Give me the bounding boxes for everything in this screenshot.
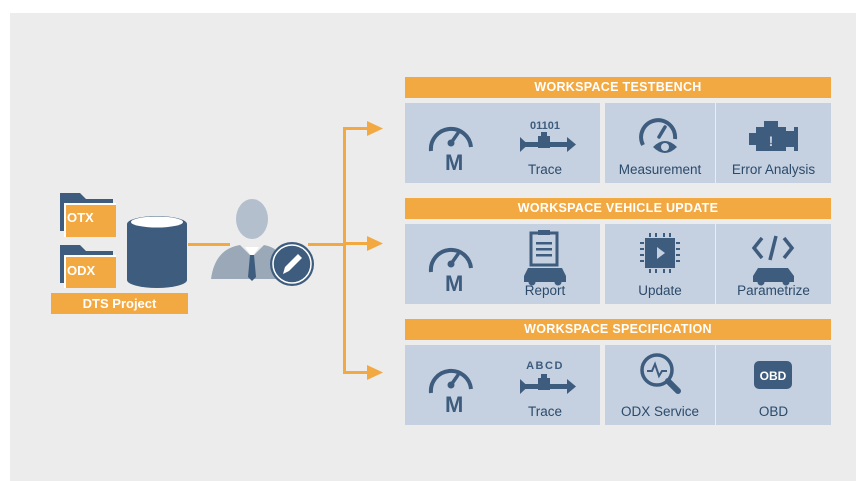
tile-label: Parametrize [737,283,810,298]
trace-icon: ABCD [520,360,576,394]
tile-label: ODX Service [620,404,700,419]
arrows [343,121,383,380]
tile-specification-odx-service[interactable]: ODX Service [605,345,715,425]
obd-caption: OBD [760,369,787,383]
connector-line-left [188,243,230,246]
measurement-icon [639,118,678,153]
user-edit-icon [211,199,314,286]
svg-text:!: ! [769,133,774,149]
tile-specification-trace[interactable]: ABCD Trace [490,345,600,425]
gauge-m-icon: M [428,126,473,175]
trace-caption: ABCD [526,360,564,372]
tile-vehicle-update-update[interactable]: Update [605,224,715,304]
otx-folder-label: OTX [67,210,94,225]
tile-specification-obd[interactable]: OBD OBD [716,345,831,425]
svg-text:M: M [445,271,463,296]
dts-project-label: DTS Project [51,293,188,314]
tile-label: Report [524,283,566,298]
tile-testbench-measurement[interactable]: Measurement [605,103,715,183]
trace-caption: 01101 [530,120,560,132]
tile-label: Trace [527,162,562,177]
obd-icon: OBD [754,361,792,389]
workspace-specification-header: WORKSPACE SPECIFICATION [405,319,831,340]
workspace-testbench-header: WORKSPACE TESTBENCH [405,77,831,98]
engine-icon: ! [749,121,798,151]
svg-text:M: M [445,150,463,175]
workspace-vehicle-update-header: WORKSPACE VEHICLE UPDATE [405,198,831,219]
connector-line-mid [308,243,345,246]
folder-icons [60,193,187,288]
gauge-m-icon: M [428,247,473,296]
tile-vehicle-update-parametrize[interactable]: Parametrize [716,224,831,304]
odx-folder-label: ODX [67,263,96,278]
svg-text:M: M [445,392,463,417]
gauge-m-icon: M [428,368,473,417]
tile-vehicle-update-report[interactable]: Report [490,224,600,304]
connector-bracket [343,128,346,373]
tile-label: Update [638,283,682,298]
trace-icon: 01101 [520,120,576,152]
magnifier-icon [640,353,681,394]
chip-icon [640,233,680,273]
tile-label: Measurement [618,162,702,177]
tile-testbench-trace[interactable]: 01101 Trace [490,103,600,183]
tile-label: Error Analysis [731,162,816,177]
tile-testbench-error-analysis[interactable]: ! Error Analysis [716,103,831,183]
tile-label: OBD [758,404,789,419]
code-car-icon [751,235,795,286]
tile-label: Trace [527,404,562,419]
report-icon [524,230,566,286]
